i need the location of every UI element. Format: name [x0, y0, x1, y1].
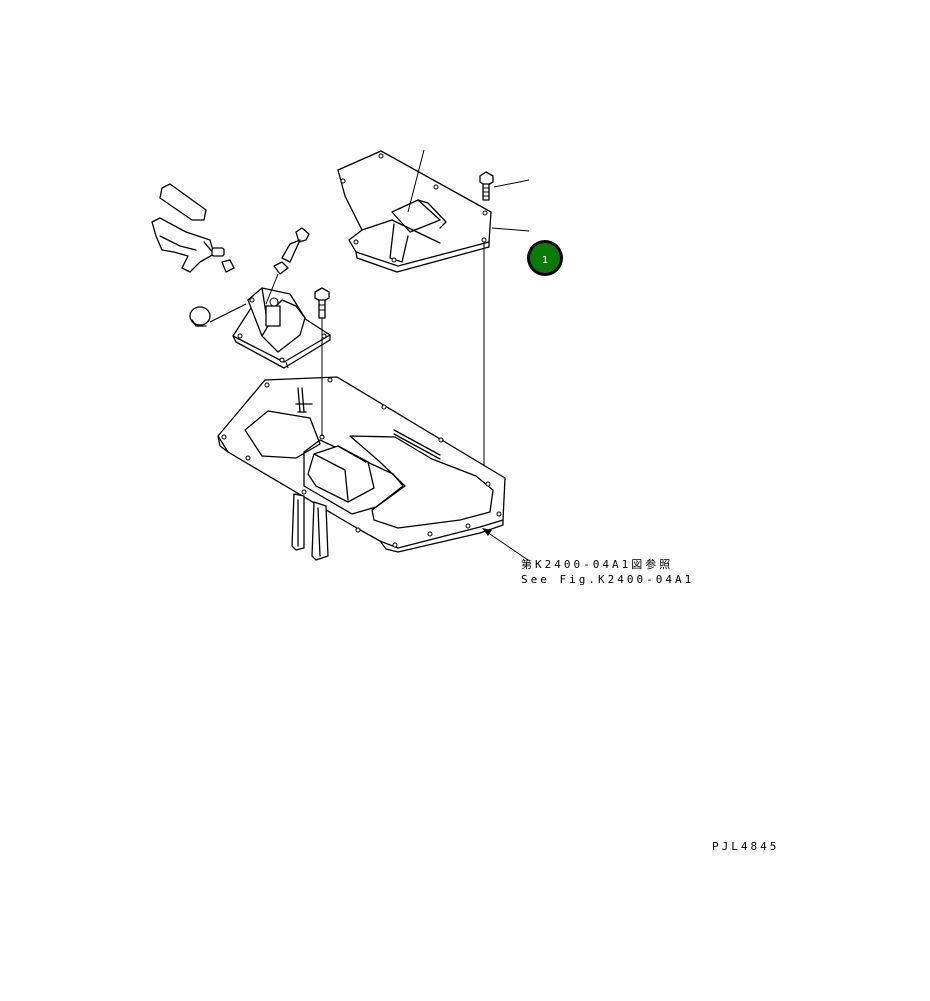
bolt-mount-left: [281, 227, 310, 263]
pedal-pad-top: [159, 183, 207, 221]
bolt-mount-right: [314, 287, 330, 319]
cap: [189, 306, 211, 327]
main-base-plate: [217, 376, 506, 553]
mount-bracket-assembly: [232, 287, 331, 369]
reference-label-en: See Fig.K2400-04A1: [521, 573, 695, 586]
callout-1-number: 1: [542, 255, 548, 266]
callout-1[interactable]: 1: [525, 238, 565, 278]
bolt-top: [479, 171, 494, 201]
callout-1-fill: [530, 243, 560, 273]
pedal-arm: [151, 217, 215, 273]
reference-arrow: [482, 528, 529, 561]
l-fitting: [295, 387, 313, 413]
support-brackets: [291, 493, 329, 561]
pin: [211, 247, 235, 273]
upper-cover-plate: [337, 150, 492, 273]
reference-label-ja: 第K2400-04A1図参照: [521, 558, 674, 571]
drawing-id: PJL4845: [712, 840, 780, 853]
washer: [273, 261, 289, 275]
